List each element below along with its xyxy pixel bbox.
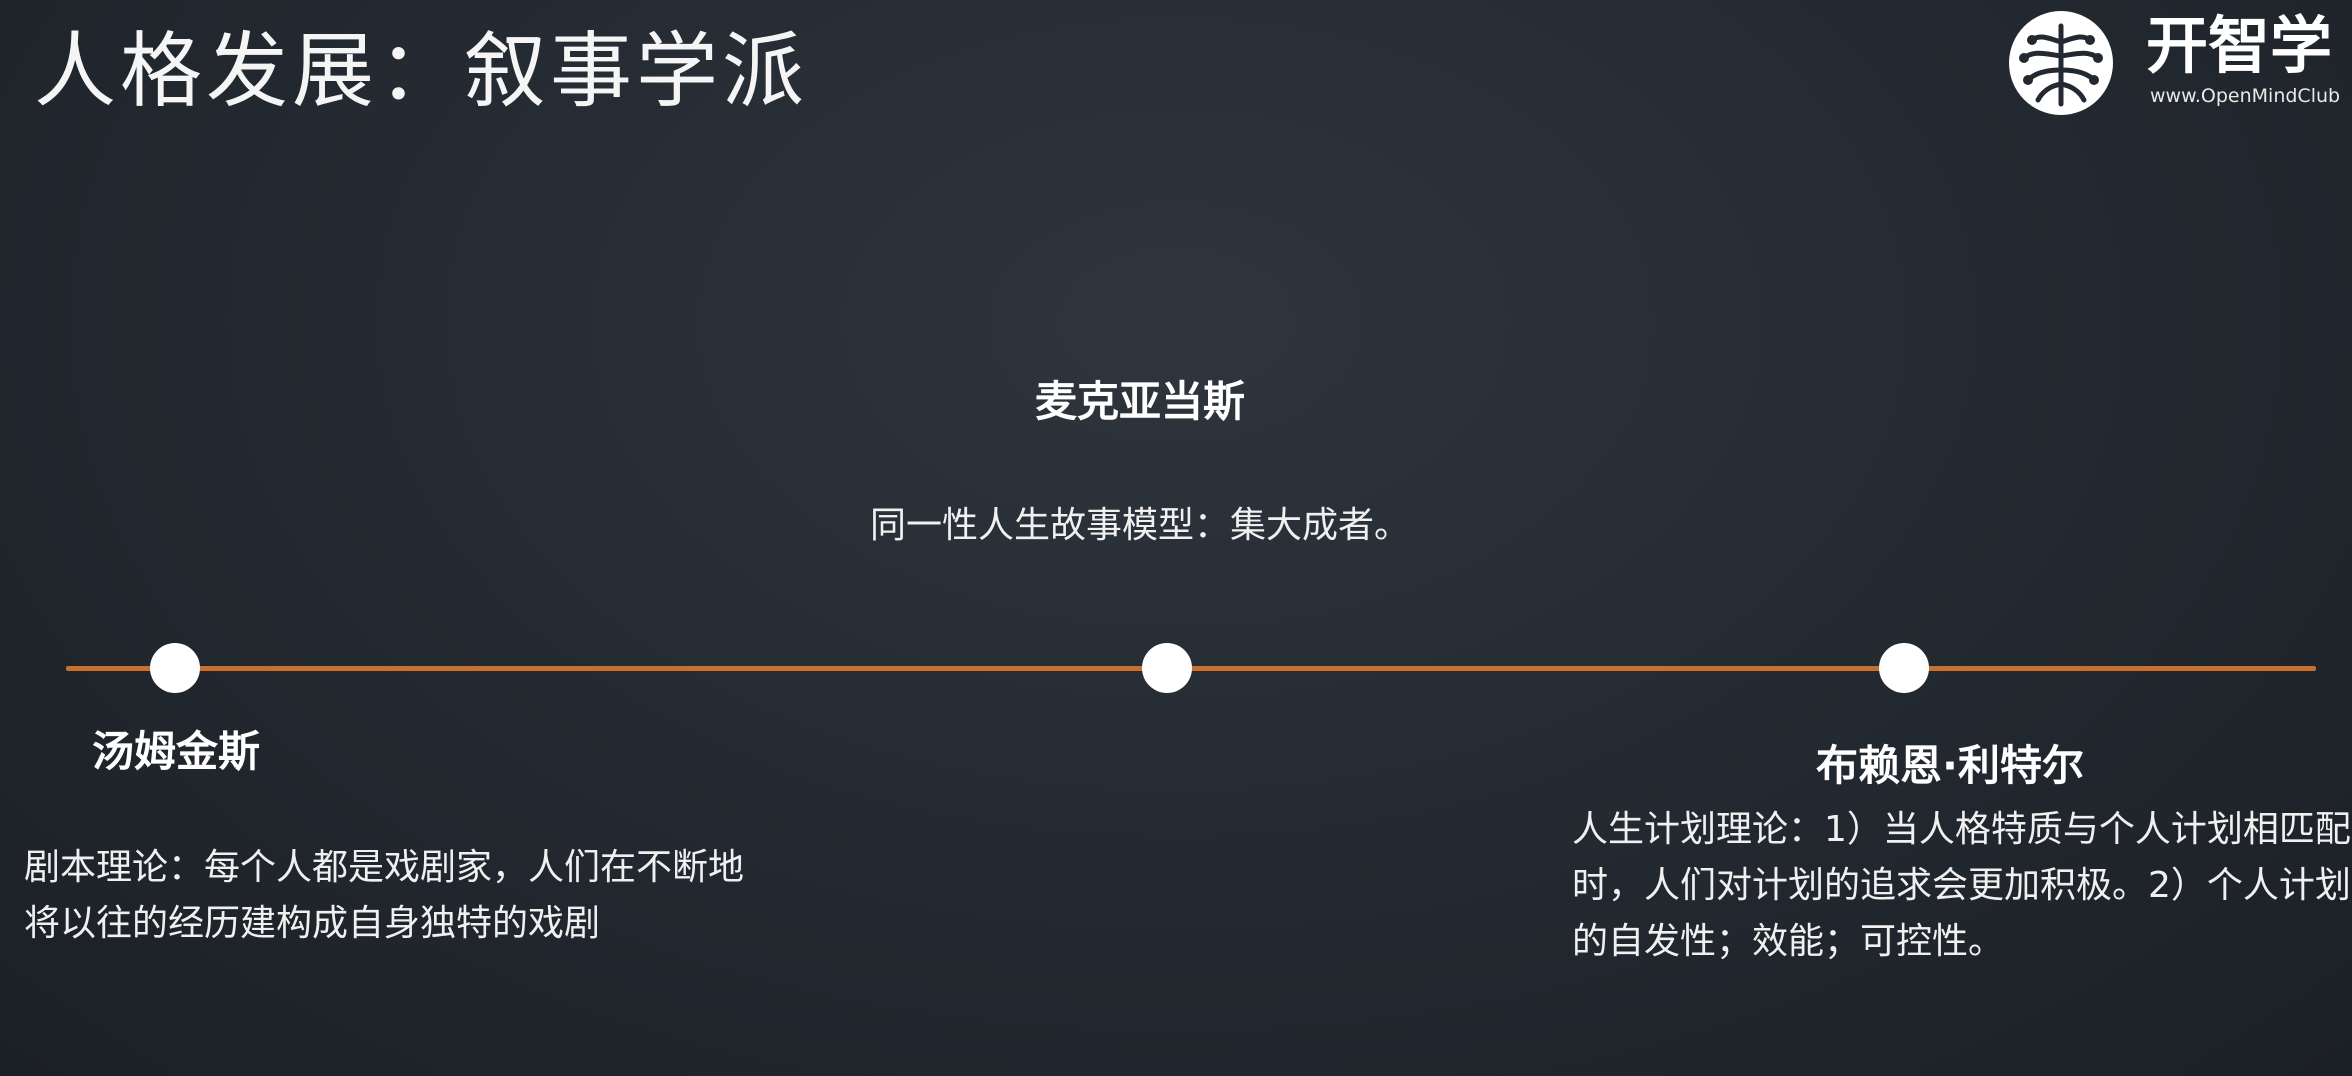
timeline-node-little xyxy=(1879,643,1929,693)
logo-name: 开智学 xyxy=(2146,9,2333,82)
event-name-little: 布赖恩·利特尔 xyxy=(1816,741,2084,790)
event-desc-little: 人生计划理论：1）当人格特质与个人计划相匹配时，人们对计划的追求会更加积极。2）… xyxy=(1572,809,2351,962)
timeline-node-tomkins xyxy=(150,643,200,693)
page-title: 人格发展：叙事学派 xyxy=(34,24,809,119)
event-name-tomkins: 汤姆金斯 xyxy=(92,727,261,776)
brain-tree-icon xyxy=(2009,11,2113,115)
logo-url: www.OpenMindClub xyxy=(2150,85,2341,107)
timeline-node-mcadams xyxy=(1142,643,1192,693)
event-desc-tomkins: 剧本理论：每个人都是戏剧家，人们在不断地将以往的经历建构成自身独特的戏剧 xyxy=(24,847,745,944)
event-name-mcadams: 麦克亚当斯 xyxy=(1034,377,1245,426)
event-desc-mcadams: 同一性人生故事模型：集大成者。 xyxy=(869,505,1410,546)
